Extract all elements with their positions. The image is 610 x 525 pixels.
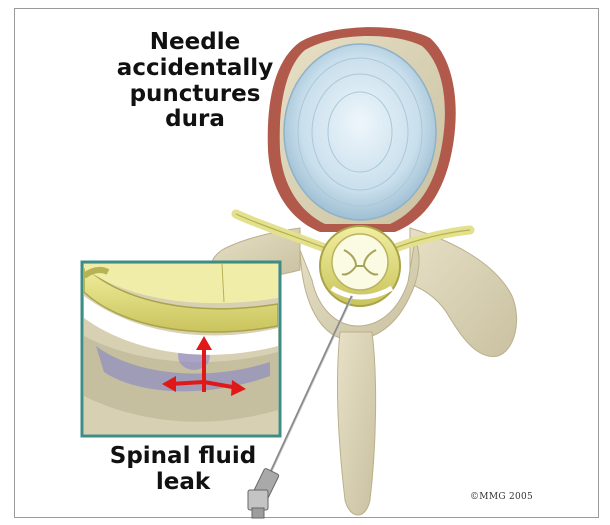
top-label-line-1: Needle (110, 30, 280, 56)
top-label-line-2: accidentally (110, 56, 280, 82)
needle-punctures-dura-label: Needle accidentally punctures dura (110, 30, 280, 133)
top-label-line-3: punctures (110, 82, 280, 108)
spinal-cord (332, 234, 388, 290)
bottom-label-line-1: Spinal fluid (88, 444, 278, 470)
copyright-text: ©MMG 2005 (470, 492, 533, 502)
intervertebral-disc (284, 44, 436, 220)
spinal-fluid-leak-label: Spinal fluid leak (88, 444, 278, 496)
right-transverse-process (410, 228, 517, 356)
top-label-line-4: dura (110, 107, 280, 133)
bottom-label-line-2: leak (88, 470, 278, 496)
spinous-process (338, 332, 376, 515)
inset-zoom-view (82, 262, 280, 436)
